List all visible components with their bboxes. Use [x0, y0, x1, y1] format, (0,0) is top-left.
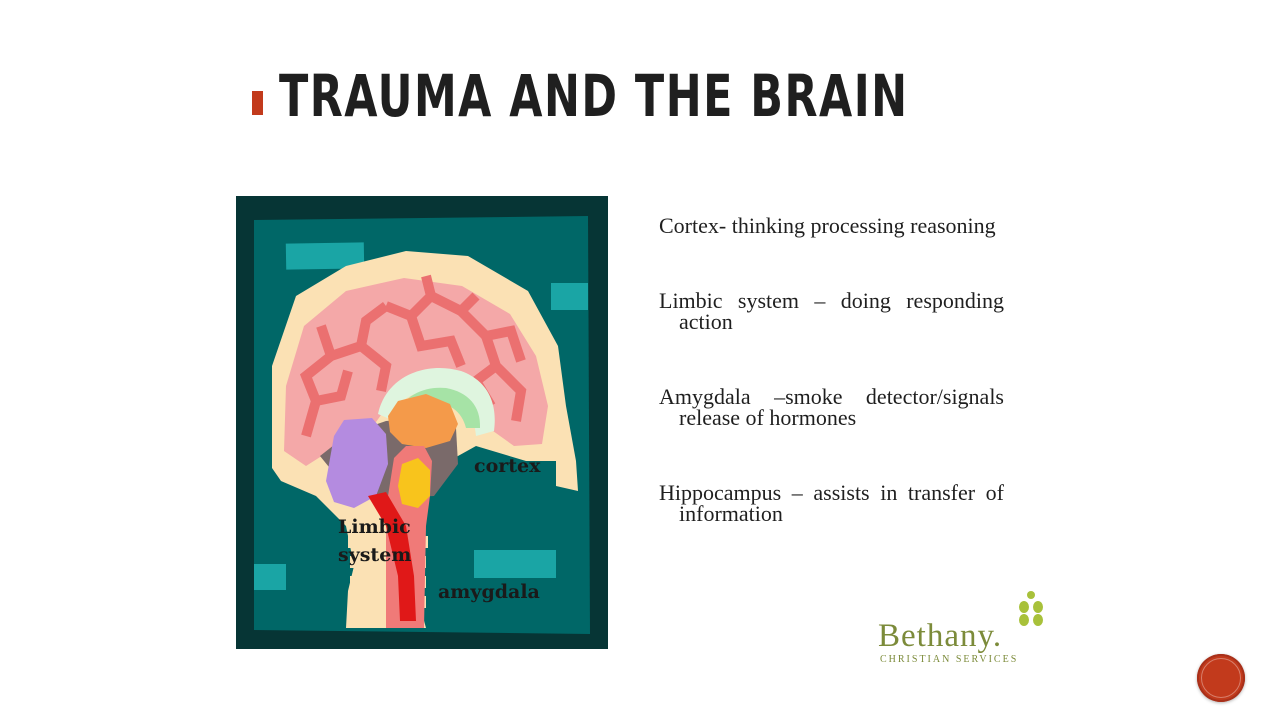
bethany-logo: Bethany. CHRISTIAN SERVICES: [878, 590, 1048, 670]
bullet-cortex: Cortex- thinking processing reasoning: [659, 213, 996, 238]
bullet-limbic-system: Limbic system – doing responding action: [659, 288, 1004, 334]
title-accent-bar: [252, 91, 263, 115]
logo-tagline: CHRISTIAN SERVICES: [880, 654, 1019, 665]
limbic-region: [326, 418, 388, 508]
brain-illustration: [236, 196, 608, 649]
amygdala-label: amygdala: [438, 581, 540, 603]
logo-name: Bethany.: [878, 618, 1003, 654]
slide-title: Trauma and the Brain: [279, 62, 909, 130]
bullet-list: Cortex- thinking processing reasoning Li…: [659, 215, 1004, 578]
bullet-amygdala: Amygdala –smoke detector/signals release…: [659, 384, 1004, 430]
cortex-label: cortex: [474, 455, 541, 477]
thalamus-region: [388, 394, 458, 448]
slide-nav-button[interactable]: [1197, 654, 1245, 702]
logo-leaf-icon: [1019, 591, 1043, 626]
spinal-cord: [368, 492, 416, 621]
amygdala-region: [398, 458, 430, 508]
bullet-hippocampus: Hippocampus – assists in transfer of inf…: [659, 480, 1004, 526]
limbic-system-label: Limbic system: [338, 516, 412, 566]
